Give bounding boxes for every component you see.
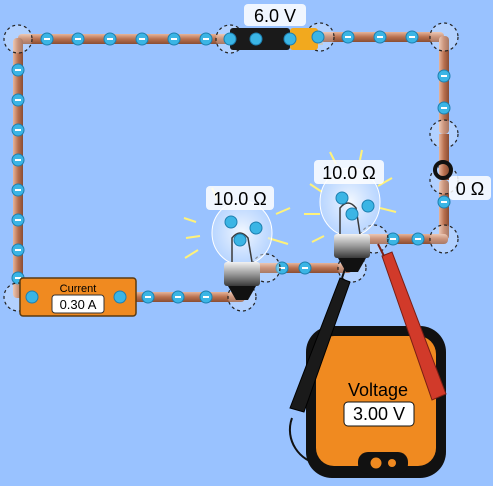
battery-label-box	[244, 4, 306, 26]
bulb-1-base-tip	[228, 286, 256, 300]
junction-bottom-right[interactable]	[429, 224, 459, 254]
bulb-1-filament	[231, 232, 253, 263]
voltmeter-jack-panel	[358, 452, 408, 474]
resistor-resistance-label: 0 Ω	[456, 179, 484, 199]
light-bulb-1[interactable]: 10.0 Ω	[183, 186, 291, 300]
wire-left[interactable]	[13, 38, 23, 298]
electrons	[11, 30, 451, 304]
resistor-knob[interactable]	[433, 160, 453, 180]
electron-column-right	[437, 69, 451, 209]
voltmeter-body	[316, 336, 436, 466]
bulb-2-resistance-label: 10.0 Ω	[322, 163, 376, 183]
wire-bulb2-right[interactable]	[360, 234, 448, 244]
voltmeter-reading: 3.00 V	[353, 404, 405, 424]
resistor-0-ohm[interactable]: 0 Ω	[433, 134, 491, 200]
bulb-2-label-box	[314, 160, 384, 184]
electron-row-bottom	[141, 232, 425, 304]
bulb-2-filament	[339, 202, 361, 235]
bulb-1-cap	[224, 262, 260, 286]
battery[interactable]: 6.0 V	[223, 4, 325, 50]
bulb-2-cap	[334, 234, 370, 258]
voltmeter-black-probe[interactable]	[289, 265, 351, 413]
bulb-1-label-box	[206, 186, 274, 210]
bulb-1-resistance-label: 10.0 Ω	[213, 189, 267, 209]
battery-body-gold	[290, 28, 318, 50]
bulb-2-rays	[304, 149, 397, 243]
voltmeter-red-jack	[388, 459, 396, 467]
voltmeter-red-probe[interactable]	[377, 243, 447, 401]
resistor-label-box	[449, 176, 491, 200]
battery-voltage-label: 6.0 V	[254, 6, 296, 26]
voltmeter[interactable]: Voltage 3.00 V	[289, 243, 447, 478]
wire-between-bulbs[interactable]	[242, 263, 352, 273]
voltmeter-black-jack	[369, 456, 383, 470]
junction-top-right[interactable]	[429, 22, 459, 52]
voltmeter-display	[343, 401, 415, 427]
ammeter-display	[51, 294, 105, 314]
ammeter[interactable]: Current 0.30 A	[19, 277, 137, 317]
ammeter-title: Current	[60, 283, 97, 295]
junction-top-left[interactable]	[3, 24, 33, 54]
light-bulb-2[interactable]: 10.0 Ω	[304, 149, 397, 272]
ammeter-reading: 0.30 A	[60, 297, 97, 312]
voltmeter-title: Voltage	[348, 380, 408, 400]
